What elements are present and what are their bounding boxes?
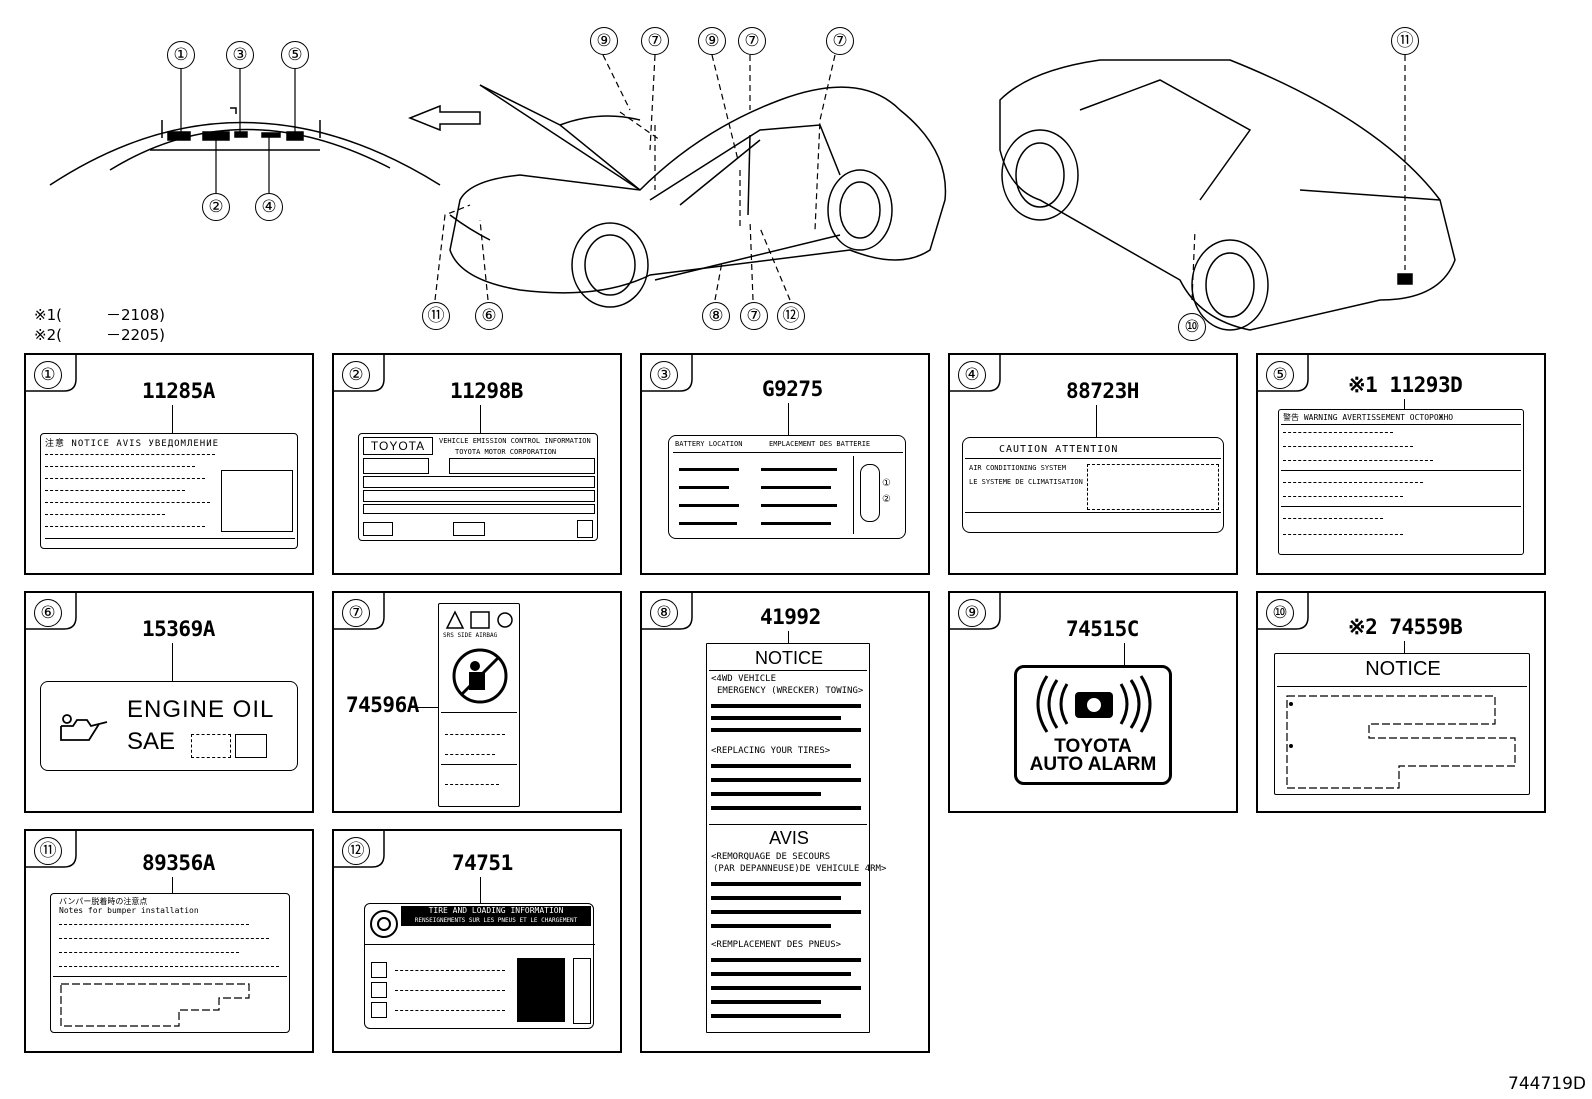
panel-4-part-number: 88723H [1066,379,1139,403]
vehicle-location-diagram [49,54,1456,331]
callout-front-9a: ⑨ [590,27,618,55]
label-bumper-notes: バンパー脱着時の注意点 Notes for bumper installatio… [50,893,290,1033]
label-tire-loading: TIRE AND LOADING INFORMATION RENSEIGNEME… [364,903,595,1029]
callout-front-7d: ⑦ [740,302,768,330]
panel-9-number: ⑨ [958,599,986,627]
callout-steer-4: ④ [255,193,283,221]
panel-2-part-number: 11298B [450,379,523,403]
notice-10-text-block [1286,695,1516,789]
label-auto-alarm: TOYOTA AUTO ALARM [1014,665,1172,785]
label-engine-oil: ENGINE OIL SAE [40,681,298,771]
panel-12-number: ⑫ [342,837,370,865]
label-11298B: TOYOTA VEHICLE EMISSION CONTROL INFORMAT… [358,433,598,541]
callout-steer-1: ① [167,41,195,69]
rear-car-drawing [999,59,1456,331]
diagram-id: 744719D [1508,1074,1586,1094]
panel-7: ⑦ 74596A SRS SIDE AIRBAG [332,591,622,813]
front-car-drawing [449,84,947,308]
panel-3-part-number: G9275 [762,377,823,401]
callout-front-6: ⑥ [475,302,503,330]
label-11293D: 警告 WARNING AVERTISSEMENT ОСТОРОЖНО [1278,409,1524,555]
steer-leader-lines [180,69,296,193]
panel-12: ⑫ 74751 TIRE AND LOADING INFORMATION REN… [332,829,622,1053]
panel-11: ⑪ 89356A バンパー脱着時の注意点 Notes for bumper in… [24,829,314,1053]
callout-rear-11: ⑪ [1391,27,1419,55]
panel-5-part-number: ※1 11293D [1348,373,1463,397]
callout-steer-5: ⑤ [281,41,309,69]
label-88723H: CAUTION ATTENTION AIR CONDITIONING SYSTE… [962,437,1224,533]
panel-2-number: ② [342,361,370,389]
callout-front-11: ⑪ [422,302,450,330]
no-child-seat-icon [452,648,508,704]
callout-front-7c: ⑦ [826,27,854,55]
panel-7-number: ⑦ [342,599,370,627]
panel-4-number: ④ [958,361,986,389]
panel-12-part-number: 74751 [452,851,513,875]
panel-9: ⑨ 74515C TOYOTA AUTO ALARM [948,591,1238,813]
panel-1-number: ① [34,361,62,389]
panel-3-number: ③ [650,361,678,389]
warning-triangle-icon [445,610,513,629]
panel-8: ⑧ 41992 NOTICE <4WD VEHICLE EMERGENCY (W… [640,591,930,1053]
panel-11-part-number: 89356A [142,851,215,875]
panel-10: ⑩ ※2 74559B NOTICE [1256,591,1546,813]
oil-can-icon [60,714,108,741]
panel-6-number: ⑥ [34,599,62,627]
callout-front-7b: ⑦ [738,27,766,55]
callout-steer-2: ② [202,193,230,221]
callout-front-9b: ⑨ [698,27,726,55]
panel-1: ① 11285A 注意 NOTICE AVIS УВЕДОМЛЕНИЕ [24,353,314,575]
note-1: ※1(－2108) [34,306,165,324]
label-G9275: BATTERY LOCATION EMPLACEMENT DES BATTERI… [668,435,906,539]
callout-front-8: ⑧ [702,302,730,330]
bumper-notes-block [60,983,250,1027]
panel-2: ② 11298B TOYOTA VEHICLE EMISSION CONTROL… [332,353,622,575]
note-2: ※2(－2205) [34,326,165,344]
tire-icon [370,910,398,938]
direction-arrow [407,104,481,132]
dashboard-view [49,107,441,186]
panel-5-number: ⑤ [1266,361,1294,389]
panel-10-number: ⑩ [1266,599,1294,627]
panel-11-number: ⑪ [34,837,62,865]
panel-9-part-number: 74515C [1066,617,1139,641]
panel-5: ⑤ ※1 11293D 警告 WARNING AVERTISSEMENT ОСТ… [1256,353,1546,575]
panel-6-part-number: 15369A [142,617,215,641]
panel-10-part-number: ※2 74559B [1348,615,1463,639]
panel-3: ③ G9275 BATTERY LOCATION EMPLACEMENT DES… [640,353,930,575]
label-notice-towing: NOTICE <4WD VEHICLE EMERGENCY (WRECKER) … [706,643,886,1033]
panel-4: ④ 88723H CAUTION ATTENTION AIR CONDITION… [948,353,1238,575]
label-11285A: 注意 NOTICE AVIS УВЕДОМЛЕНИЕ [40,433,298,549]
label-notice-10: NOTICE [1274,653,1530,795]
panel-6: ⑥ 15369A ENGINE OIL SAE [24,591,314,813]
callout-steer-3: ③ [226,41,254,69]
callout-rear-10: ⑩ [1178,313,1206,341]
callout-front-7a: ⑦ [641,27,669,55]
alarm-waves-icon [1036,675,1152,733]
panel-8-part-number: 41992 [760,605,821,629]
panel-1-part-number: 11285A [142,379,215,403]
callout-front-12: ⑫ [777,302,805,330]
panel-8-number: ⑧ [650,599,678,627]
panel-7-part-number: 74596A [346,693,419,717]
label-side-airbag: SRS SIDE AIRBAG [438,603,520,807]
